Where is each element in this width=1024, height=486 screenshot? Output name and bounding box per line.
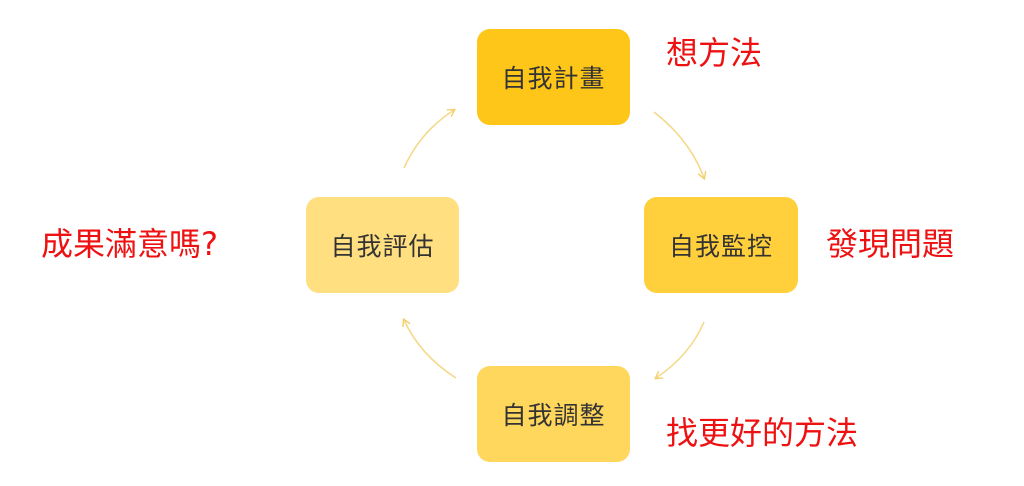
annotation-plan: 想方法 — [666, 34, 763, 72]
annotation-monitor: 發現問題 — [826, 225, 955, 263]
node-self-adjusting-label: 自我調整 — [501, 401, 606, 430]
arrow-plan-to-monitor — [653, 111, 707, 181]
node-self-evaluation-label: 自我評估 — [330, 232, 435, 261]
node-self-evaluation: 自我評估 — [306, 197, 459, 293]
annotation-evaluate: 成果滿意嗎? — [41, 225, 218, 263]
node-self-monitoring: 自我監控 — [644, 197, 798, 293]
arrow-adjust-to-evaluate — [402, 317, 457, 379]
arrow-evaluate-to-plan — [403, 108, 457, 169]
node-self-planning-label: 自我計畫 — [501, 64, 606, 93]
node-self-planning: 自我計畫 — [477, 29, 630, 125]
arrow-monitor-to-adjust — [654, 321, 705, 380]
node-self-adjusting: 自我調整 — [477, 366, 630, 462]
node-self-monitoring-label: 自我監控 — [668, 232, 773, 261]
annotation-adjust: 找更好的方法 — [666, 414, 859, 452]
